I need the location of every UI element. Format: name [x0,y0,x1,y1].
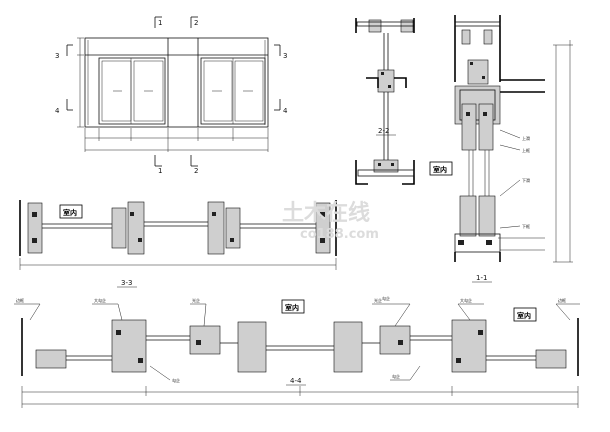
callout-44-2: 光企 [192,297,200,303]
window-elevation: 1 2 1 2 3 4 3 4 [55,16,288,175]
section-2-2-label: 2-2 [378,127,389,135]
marker-1-bottom: 1 [158,167,162,175]
marker-1-top: 1 [158,19,162,27]
section-3-3: 室内 3-3 [19,200,337,288]
watermark-sub: co188.com [300,227,379,242]
marker-2-bottom: 2 [194,167,198,175]
room-label-44-center: 室内 [285,303,299,312]
section-1-1: 上滑 上框 下滑 下框 室内 1-1 [429,15,573,283]
section-4-4: 边框 大勾企 光企 光企 大勾企 边框 勾企 勾企 勾企 室内 室内 4-4 [14,295,580,408]
callout-44-1: 大勾企 [94,297,106,303]
callout-44-0: 边框 [16,297,24,303]
callout-11-3: 下框 [522,223,530,229]
section-2-2: 2-2 [355,18,415,185]
callout-44-6: 勾企 [172,377,180,383]
callout-11-0: 上滑 [522,135,530,141]
marker-3-right: 3 [283,52,287,60]
callout-44-8: 勾企 [382,295,390,301]
section-3-3-label: 3-3 [121,279,132,287]
room-label-11: 室内 [433,165,447,174]
callout-11-2: 下滑 [522,177,530,183]
watermark: 土木在线 co188.com [282,200,379,242]
marker-4-left: 4 [55,107,60,115]
callout-44-5: 边框 [558,297,566,303]
marker-3-left: 3 [55,52,59,60]
callout-44-7: 勾企 [392,373,400,379]
room-label-44-right: 室内 [517,311,531,320]
marker-2-top: 2 [194,19,198,27]
callout-44-3: 光企 [374,297,382,303]
callout-44-4: 大勾企 [460,297,472,303]
callout-11-1: 上框 [522,147,530,153]
section-1-1-label: 1-1 [476,274,487,282]
marker-4-right: 4 [283,107,288,115]
room-label-33: 室内 [63,208,77,217]
section-4-4-label: 4-4 [290,377,302,385]
watermark-main: 土木在线 [282,200,370,226]
